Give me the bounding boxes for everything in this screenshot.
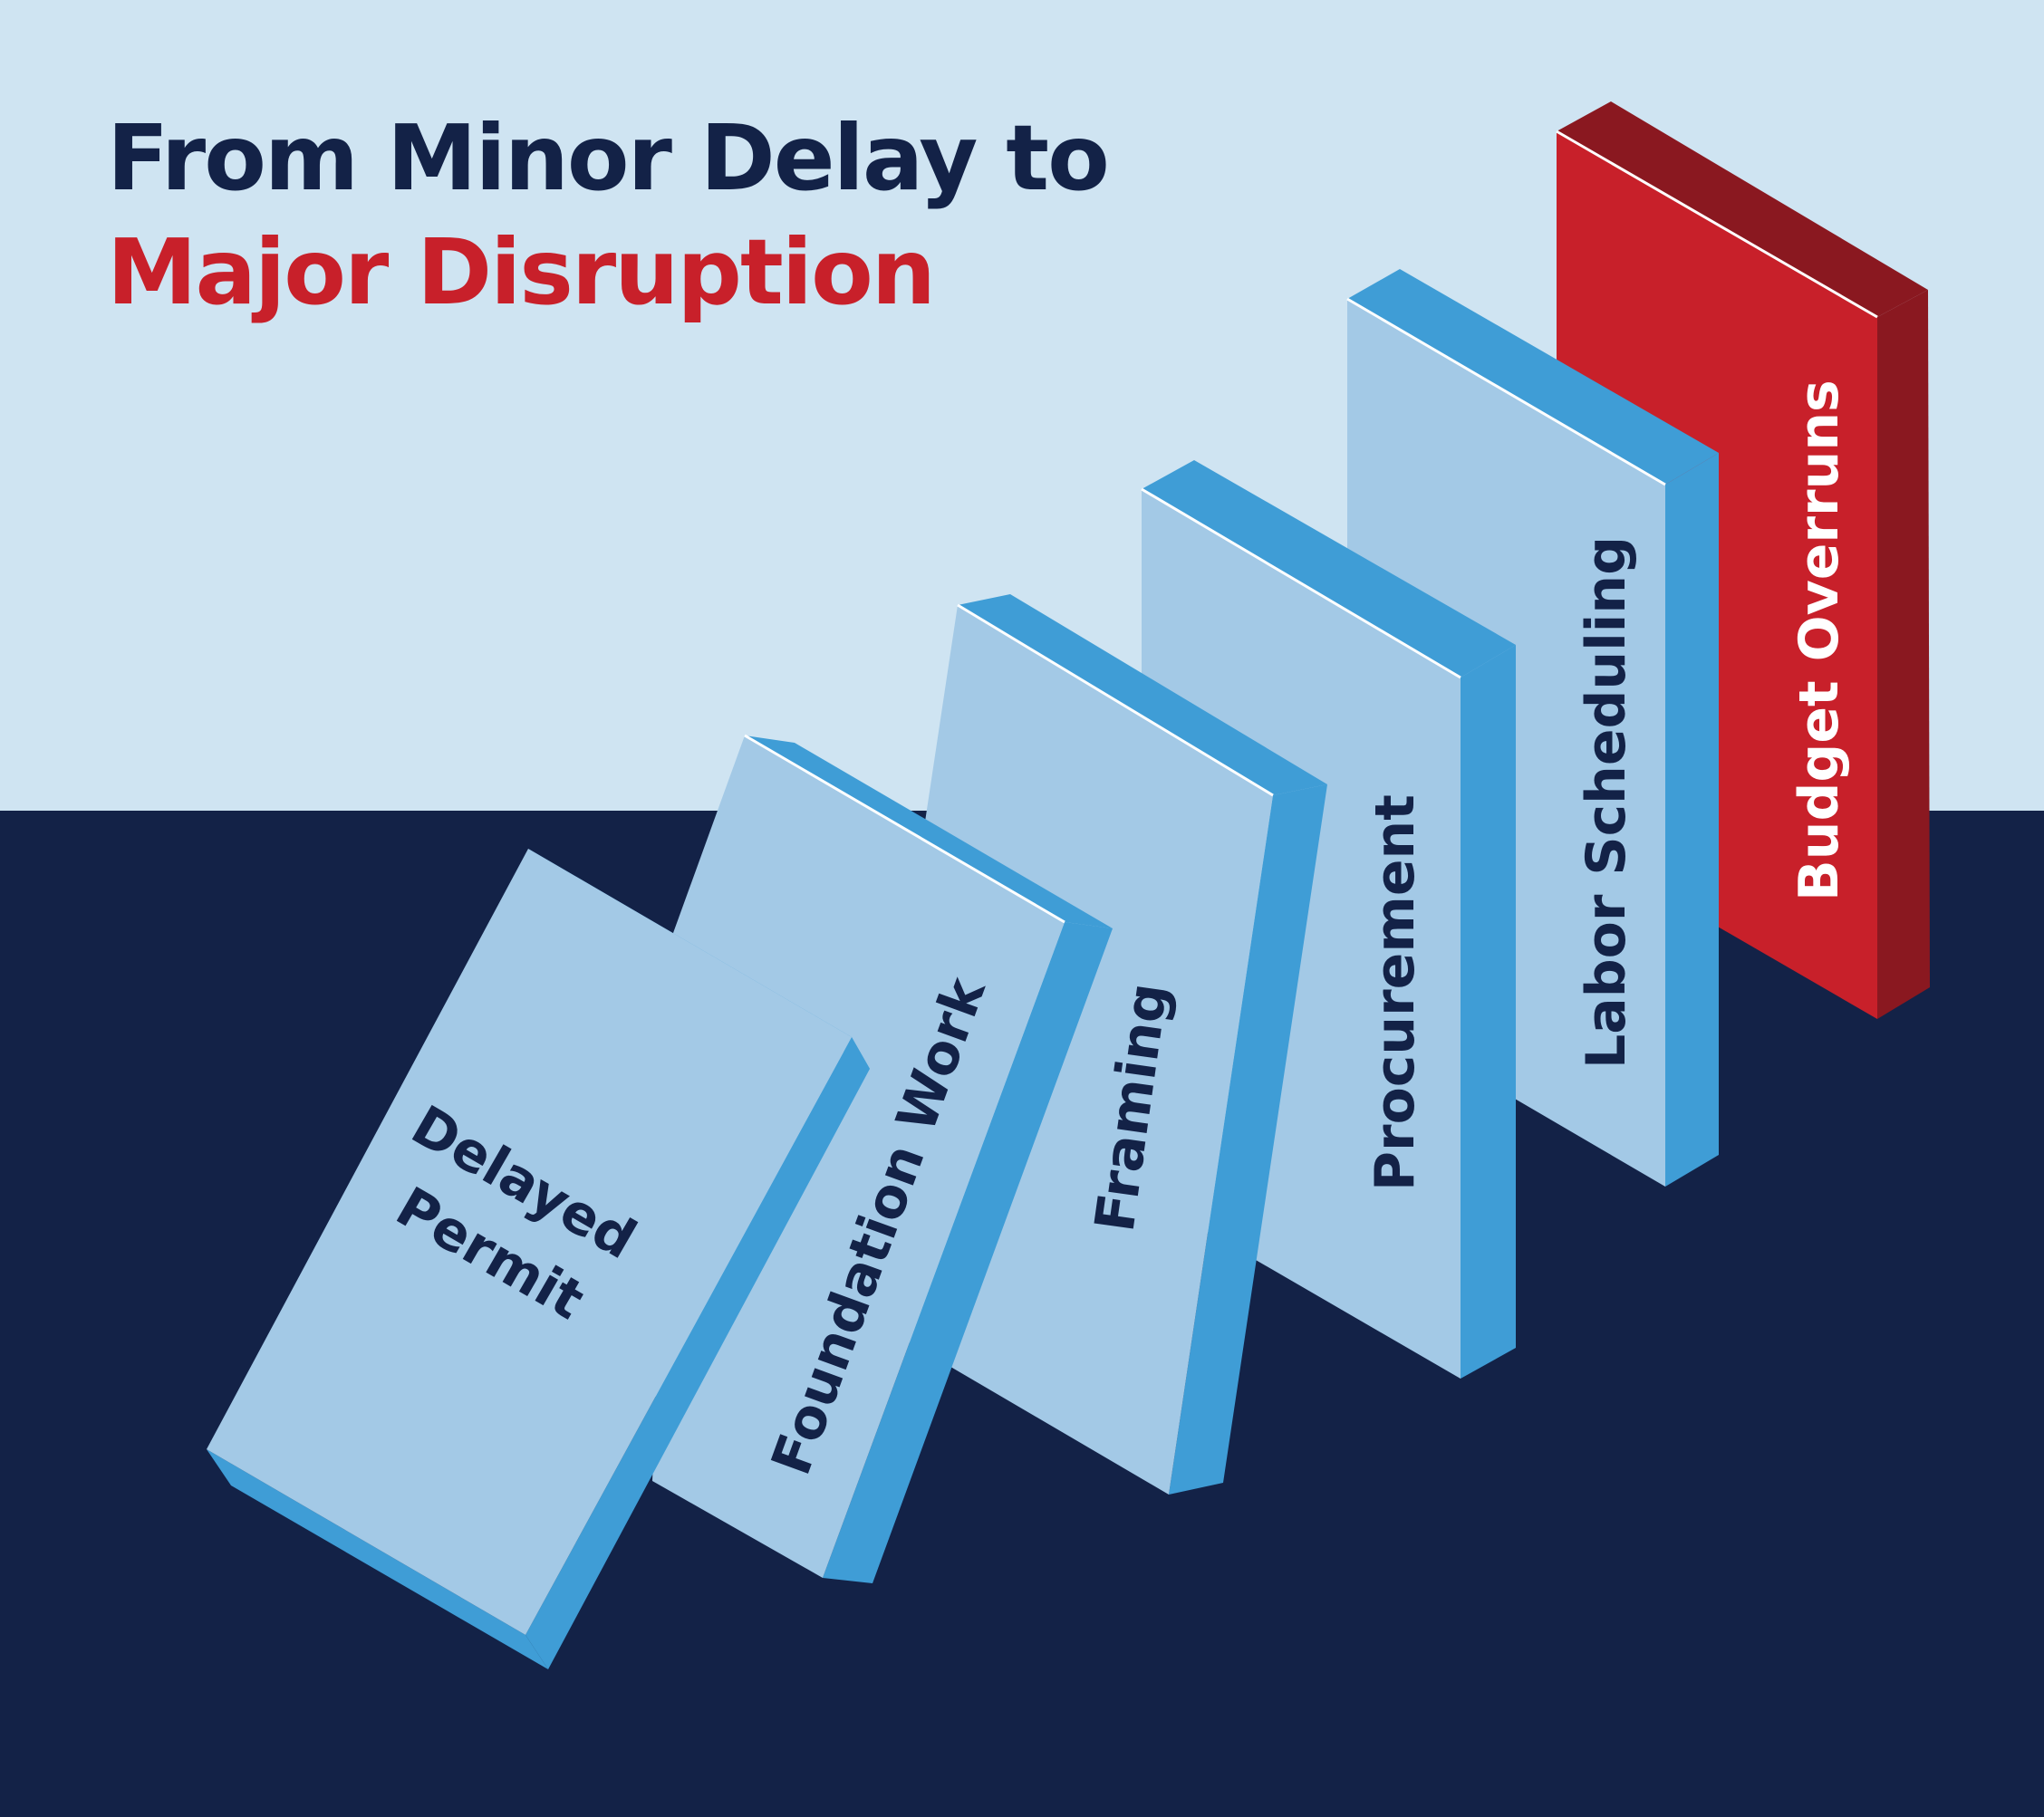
domino-budget-overruns-edge — [1556, 130, 1878, 319]
domino-foundation-work-face — [652, 735, 1065, 1578]
domino-labor-scheduling-top — [1347, 269, 1719, 485]
title-line-1: From Minor Delay to — [107, 105, 1110, 211]
domino-framing-side — [1169, 784, 1327, 1495]
domino-budget-overruns-top — [1557, 101, 1928, 317]
domino-labor-scheduling-side — [1665, 453, 1719, 1187]
domino-delayed-permit-face — [207, 849, 852, 1635]
domino-procurement-side — [1461, 645, 1516, 1379]
domino-labor-scheduling-edge — [1346, 297, 1666, 486]
domino-framing-top — [958, 594, 1327, 795]
title-line-2: Major Disruption — [107, 219, 936, 325]
domino-foundation-work-edge — [744, 734, 1065, 924]
domino-foundation-work: Foundation Work — [652, 734, 1113, 1583]
domino-procurement-top — [1142, 460, 1516, 678]
page-title: From Minor Delay to Major Disruption — [107, 101, 1110, 330]
domino-procurement-label: Procurement — [1364, 794, 1427, 1191]
domino-labor-scheduling-label: Labor Scheduling — [1575, 536, 1638, 1069]
domino-delayed-permit-bottom — [207, 1449, 548, 1669]
domino-delayed-permit-side — [525, 1037, 870, 1669]
domino-foundation-work-top — [745, 735, 1113, 928]
domino-foundation-work-side — [823, 922, 1113, 1583]
domino-delayed-permit: Delayed Permit — [207, 849, 870, 1669]
domino-budget-overruns-side — [1877, 290, 1930, 1019]
domino-procurement-edge — [1141, 487, 1461, 679]
domino-framing-edge — [957, 603, 1274, 797]
domino-budget-overruns-label: Budget Overruns — [1788, 380, 1851, 901]
